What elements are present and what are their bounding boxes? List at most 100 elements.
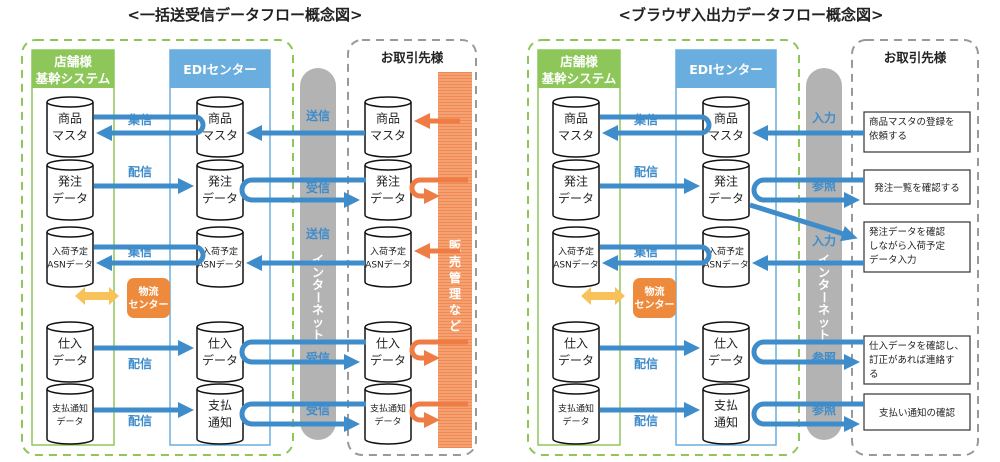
- internet-flow-label: 参照: [812, 402, 836, 417]
- store-system-header: 店舗様: [560, 54, 598, 69]
- partner-database: 商品マスタ: [364, 96, 412, 158]
- vertical-char: ー: [311, 291, 325, 303]
- database-top: [364, 159, 412, 171]
- store-database: 商品マスタ: [46, 96, 94, 158]
- partner-receive-arrow: [409, 177, 468, 204]
- flow-label: 集信: [633, 244, 658, 259]
- database-top: [552, 96, 600, 108]
- reference-arrow: [751, 401, 864, 432]
- internet-flow-label: 入力: [812, 110, 836, 125]
- bidirectional-arrow-icon: [581, 287, 625, 305]
- logistics-center-label: 物流: [645, 285, 665, 298]
- logistics-center-label: 物流: [139, 285, 159, 298]
- database-label: マスタ: [202, 129, 238, 143]
- store-system-header: 基幹システム: [35, 71, 111, 86]
- database-label: 支払: [208, 399, 232, 413]
- database-label: 入荷予定: [202, 246, 238, 258]
- partner-task-text: 依頼する: [869, 130, 907, 142]
- internet-flow-label: 送信: [305, 226, 330, 241]
- database-top: [196, 159, 244, 171]
- edi-database: 発注データ: [196, 159, 244, 221]
- edi-database: 商品マスタ: [196, 96, 244, 158]
- partner-task-box: [863, 393, 971, 431]
- database-label: 発注: [564, 174, 588, 189]
- database-top: [46, 226, 94, 238]
- database-top: [364, 226, 412, 238]
- vertical-char: タ: [312, 278, 324, 292]
- vertical-char: ン: [312, 266, 324, 280]
- database-body: [552, 102, 600, 158]
- database-label: ASNデータ: [197, 259, 243, 271]
- edi-center-header: EDIセンター: [689, 62, 763, 77]
- collect-arrow: [600, 114, 712, 142]
- database-top: [364, 96, 412, 108]
- database-label: ASNデータ: [365, 259, 411, 271]
- database-label: 入荷予定: [52, 246, 88, 258]
- database-label: 支払: [714, 399, 738, 413]
- database-body: [196, 389, 244, 445]
- database-label: マスタ: [558, 129, 594, 143]
- partner-header: お取引先様: [381, 50, 444, 65]
- database-label: 商品: [376, 111, 400, 126]
- database-top: [46, 321, 94, 333]
- vertical-char: ど: [449, 319, 461, 333]
- database-top: [702, 383, 750, 395]
- database-label: データ: [370, 353, 406, 368]
- database-label: マスタ: [370, 129, 406, 143]
- database-top: [552, 226, 600, 238]
- database-body: [702, 165, 750, 221]
- vertical-char: ネ: [312, 303, 324, 317]
- database-top: [552, 383, 600, 395]
- database-top: [46, 383, 94, 395]
- database-label: 仕入: [376, 337, 400, 351]
- partner-task-text: 仕入データを確認し、: [869, 340, 964, 352]
- partner-task-box: [863, 169, 971, 205]
- partner-database: 仕入データ: [364, 321, 412, 383]
- partner-task-text: 訂正があれば連絡す: [869, 354, 955, 366]
- store-database: 仕入データ: [46, 321, 94, 383]
- database-label: データ: [370, 191, 406, 206]
- batch-transfer-diagram: <一括送受信データフロー概念図>店舗様基幹システムEDIセンターインターネット物…: [21, 6, 477, 456]
- database-body: [46, 102, 94, 158]
- internet-flow-label: 受信: [306, 402, 330, 417]
- reference-arrow-diagonal: [749, 202, 858, 242]
- browser-io-diagram: <ブラウザ入出力データフロー概念図>店舗様基幹システムEDIセンターインターネッ…: [527, 6, 979, 456]
- database-top: [196, 383, 244, 395]
- partner-system-bar: [438, 72, 472, 448]
- database-label: データ: [52, 191, 88, 206]
- partner-task-text: 支払い通知の確認: [879, 407, 956, 419]
- database-label: ASNデータ: [703, 259, 749, 271]
- flow-label: 配信: [128, 413, 152, 428]
- flow-label: 集信: [633, 112, 658, 127]
- store-system-header: 店舗様: [54, 54, 92, 69]
- partner-task-text: 発注一覧を確認する: [874, 182, 960, 194]
- partner-task-text: データ入力: [869, 254, 917, 266]
- database-body: [196, 232, 244, 288]
- store-system-header-bg: [538, 50, 620, 88]
- database-label: 支払通知: [558, 403, 594, 415]
- database-label: ASNデータ: [47, 259, 93, 271]
- database-body: [46, 389, 94, 445]
- edi-center-header-bg: [170, 50, 270, 88]
- database-body: [552, 327, 600, 383]
- reference-arrow: [751, 339, 864, 370]
- database-top: [702, 159, 750, 171]
- database-top: [364, 383, 412, 395]
- collect-arrow: [600, 244, 712, 272]
- store-database: 発注データ: [46, 159, 94, 221]
- database-label: データ: [202, 353, 238, 368]
- database-body: [364, 102, 412, 158]
- database-label: 支払通知: [370, 403, 406, 415]
- database-body: [552, 232, 600, 288]
- partner-receive-arrow: [409, 339, 468, 366]
- partner-task-text: しながら入荷予定: [869, 240, 946, 252]
- internet-bar: [806, 68, 842, 440]
- vertical-char: ネ: [818, 303, 830, 317]
- database-body: [196, 327, 244, 383]
